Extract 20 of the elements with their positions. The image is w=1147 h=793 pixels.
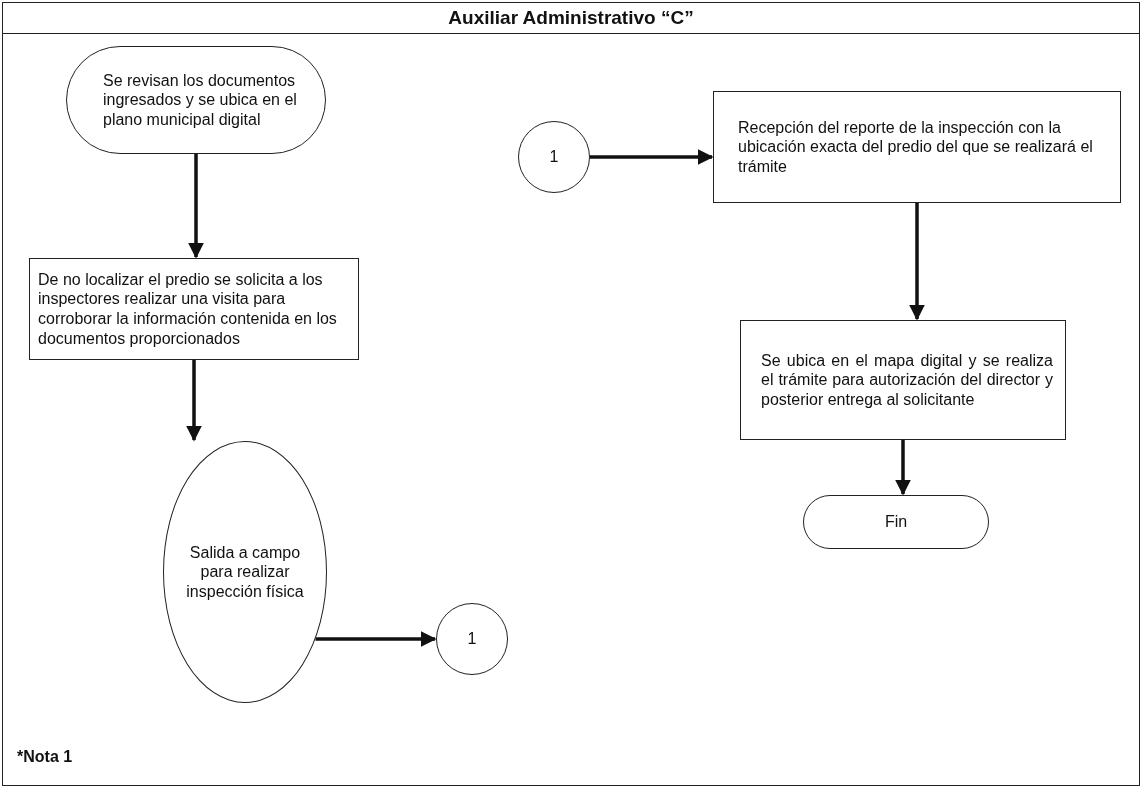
arrow bbox=[590, 149, 714, 165]
node-text: De no localizar el predio se solicita a los inspectores realizar una visita para corroborar la información contenida en los documentos proporcionados bbox=[38, 269, 338, 349]
arrow bbox=[188, 154, 204, 259]
arrow bbox=[895, 440, 911, 496]
node-text: Salida a campo para realizar inspección física bbox=[185, 542, 305, 602]
node-text: 1 bbox=[549, 147, 559, 167]
note-text: *Nota 1 bbox=[17, 748, 73, 766]
process-box bbox=[740, 320, 1066, 440]
arrow bbox=[315, 631, 437, 647]
title: Auxiliar Administrativo “C” bbox=[3, 3, 1139, 34]
node-text: Fin bbox=[884, 512, 908, 532]
arrow bbox=[909, 203, 925, 321]
node-text: 1 bbox=[467, 629, 477, 649]
terminal-shape bbox=[803, 495, 989, 549]
node-text: Se ubica en el mapa digital y se realiza el trámite para autorización del director y posterior entrega al solicitante bbox=[761, 350, 1053, 410]
node-text: Se revisan los documentos ingresados y se ubica en el plano municipal digital bbox=[103, 70, 297, 130]
process-box bbox=[29, 258, 359, 360]
arrow bbox=[186, 360, 202, 442]
process-box bbox=[713, 91, 1121, 203]
node-text: Recepción del reporte de la inspección con la ubicación exacta del predio del que se realizará el trámite bbox=[738, 117, 1094, 177]
